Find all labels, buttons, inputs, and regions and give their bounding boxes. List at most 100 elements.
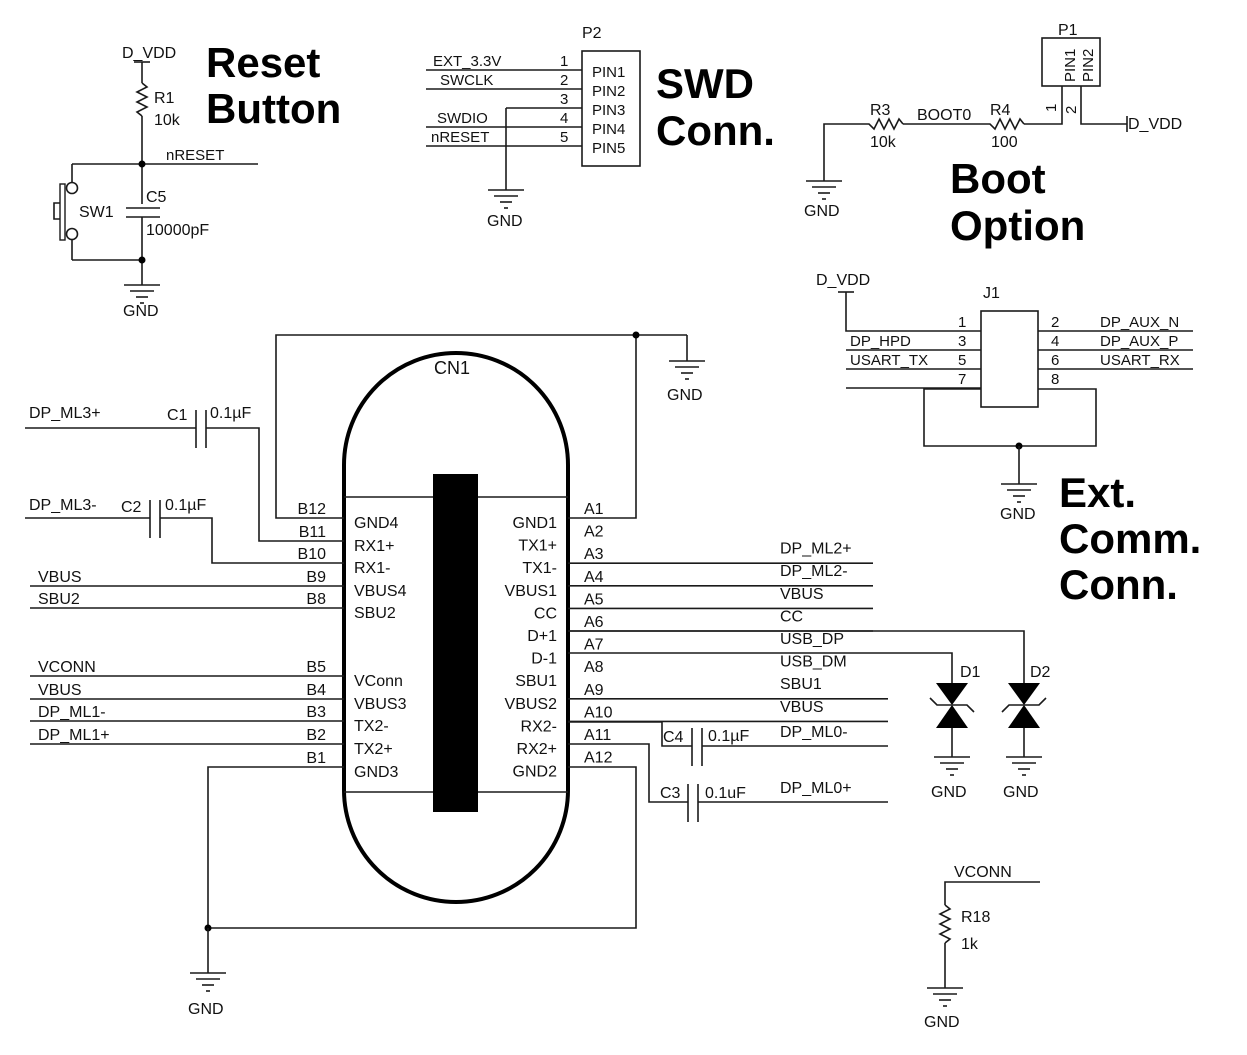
p1-pin1-num: 1 bbox=[1043, 104, 1060, 112]
cn1-ref: CN1 bbox=[434, 358, 470, 378]
title-reset-line2: Button bbox=[206, 85, 341, 132]
usb-dm-to-d1-wire bbox=[568, 652, 953, 683]
cn1-b-net-label: VBUS bbox=[38, 682, 82, 699]
cn1-a-pin-name: RX2+ bbox=[517, 741, 557, 758]
cn1-a-pin-number: A9 bbox=[584, 682, 604, 699]
cn1-a-net-label: DP_ML2+ bbox=[780, 541, 852, 558]
cn1-b-net-label: VCONN bbox=[38, 659, 96, 676]
d-vdd-label: D_VDD bbox=[122, 45, 176, 62]
sw1-button bbox=[53, 202, 60, 220]
r4-ref: R4 bbox=[990, 102, 1011, 119]
cn1-body-top bbox=[342, 351, 570, 500]
bottom-gnd-loop bbox=[207, 766, 637, 929]
j1-net-label: DP_AUX_N bbox=[1100, 314, 1179, 331]
cn1-b-pin-name: VBUS3 bbox=[354, 696, 407, 713]
cn1-tongue bbox=[433, 474, 478, 812]
cn1-body-bottom bbox=[342, 500, 570, 904]
sw1-contact bbox=[65, 181, 79, 195]
d1-tvs-diode-icon bbox=[929, 683, 975, 757]
c2-ref: C2 bbox=[121, 499, 142, 516]
cn1-a-pin-name: VBUS2 bbox=[505, 696, 558, 713]
p1-pin1-wire bbox=[1024, 86, 1063, 125]
sw1-actuator bbox=[59, 183, 66, 241]
gnd-label: GND bbox=[1003, 784, 1039, 801]
cn1-b-pin-number: B3 bbox=[306, 704, 326, 721]
gnd-label: GND bbox=[1000, 506, 1036, 523]
c4-ref: C4 bbox=[663, 729, 684, 746]
j1-pin-number: 8 bbox=[1051, 371, 1059, 388]
p2-pin-number: 3 bbox=[560, 91, 568, 108]
j1-ref: J1 bbox=[983, 285, 1000, 302]
cn1-a-pin-name: GND1 bbox=[513, 515, 558, 532]
ground-icon bbox=[1000, 483, 1038, 503]
junction-dot bbox=[138, 256, 146, 264]
gnd-label: GND bbox=[924, 1014, 960, 1031]
c1-value: 0.1µF bbox=[210, 405, 251, 422]
boot-option: P1 PIN1 PIN2 1 2 D_VDD R4 100 BOOT0 R3 1… bbox=[804, 22, 1182, 249]
cn1-b-pin-name: TX2- bbox=[354, 718, 389, 735]
cn1-a-pin-number: A1 bbox=[584, 501, 604, 518]
d-vdd-label: D_VDD bbox=[1128, 116, 1182, 133]
reset-circuit: D_VDD R1 10k nRESET C5 10000pF SW1 GND R… bbox=[53, 39, 341, 320]
cn1-b-pin-number: B8 bbox=[306, 591, 326, 608]
cn1-a-net-label: SBU1 bbox=[780, 676, 822, 693]
sw1-contact bbox=[65, 227, 79, 241]
cn1-a-pin-name: SBU1 bbox=[515, 673, 557, 690]
p2-net-label: SWDIO bbox=[437, 110, 488, 127]
r3-value: 10k bbox=[870, 134, 897, 151]
p1-body bbox=[1041, 37, 1101, 87]
r3-ref: R3 bbox=[870, 102, 891, 119]
junction-dot bbox=[632, 331, 640, 339]
p2-pin-number: 4 bbox=[560, 110, 568, 127]
cn1-a-pin-number: A5 bbox=[584, 591, 604, 608]
a11-to-c3-wire bbox=[568, 743, 688, 803]
cn1-b-net-label: DP_ML1- bbox=[38, 704, 106, 721]
cn1-b-pin-name: GND3 bbox=[354, 764, 399, 781]
dp-ml0p-label: DP_ML0+ bbox=[780, 780, 852, 797]
gnd-label: GND bbox=[188, 1001, 224, 1018]
r4-resistor bbox=[980, 117, 1025, 131]
gnd-label: GND bbox=[123, 303, 159, 320]
cn1-a-pin-number: A12 bbox=[584, 750, 613, 767]
p1-pin2-name: PIN2 bbox=[1080, 49, 1097, 82]
j1-pin-number: 2 bbox=[1051, 314, 1059, 331]
cn1-b-net-label: VBUS bbox=[38, 569, 82, 586]
p2-pin-number: 5 bbox=[560, 129, 568, 146]
ground-icon bbox=[123, 284, 161, 304]
cn1-b-pin-name: RX1- bbox=[354, 560, 390, 577]
ground-icon bbox=[926, 987, 964, 1007]
r18-value: 1k bbox=[961, 936, 979, 953]
ground-icon bbox=[189, 972, 227, 992]
p2-net-label: EXT_3.3V bbox=[433, 53, 501, 70]
r1-ref: R1 bbox=[154, 90, 175, 107]
cn1-b-pin-name: SBU2 bbox=[354, 605, 396, 622]
cn1-b-net-label: DP_ML1+ bbox=[38, 727, 110, 744]
cn1-b-pin-name: VBUS4 bbox=[354, 583, 407, 600]
p2-net-label: SWCLK bbox=[440, 72, 493, 89]
j1-pin-number: 1 bbox=[958, 314, 966, 331]
cn1-a-pin-name: TX1+ bbox=[518, 538, 557, 555]
cn1-a-pin-name: D+1 bbox=[527, 628, 557, 645]
cn1-a-net-label: USB_DM bbox=[780, 654, 847, 671]
p2-pin-name: PIN4 bbox=[592, 121, 625, 138]
p2-pin-number: 2 bbox=[560, 72, 568, 89]
usb-dp-to-d2-wire bbox=[568, 630, 1025, 683]
cn1-b-pin-number: B1 bbox=[306, 750, 326, 767]
p2-net-label: nRESET bbox=[431, 129, 489, 146]
cn1-a-pin-number: A2 bbox=[584, 524, 604, 541]
p1-pin2-wire bbox=[1080, 86, 1127, 125]
cn1-a-pin-number: A4 bbox=[584, 569, 604, 586]
title-boot-line2: Option bbox=[950, 202, 1085, 249]
cn1-a-pin-number: A8 bbox=[584, 659, 604, 676]
cn1-a-pin-number: A6 bbox=[584, 614, 604, 631]
gnd-wire bbox=[823, 123, 860, 181]
ground-icon bbox=[668, 360, 706, 380]
p2-ref: P2 bbox=[582, 25, 602, 42]
cn1-b-net-label: SBU2 bbox=[38, 591, 80, 608]
cn1-a-pin-name: GND2 bbox=[513, 764, 558, 781]
r1-value: 10k bbox=[154, 112, 181, 129]
j1-pin-number: 3 bbox=[958, 333, 966, 350]
cn1-a-pin-name: VBUS1 bbox=[505, 583, 558, 600]
p2-pin-number: 1 bbox=[560, 53, 568, 70]
